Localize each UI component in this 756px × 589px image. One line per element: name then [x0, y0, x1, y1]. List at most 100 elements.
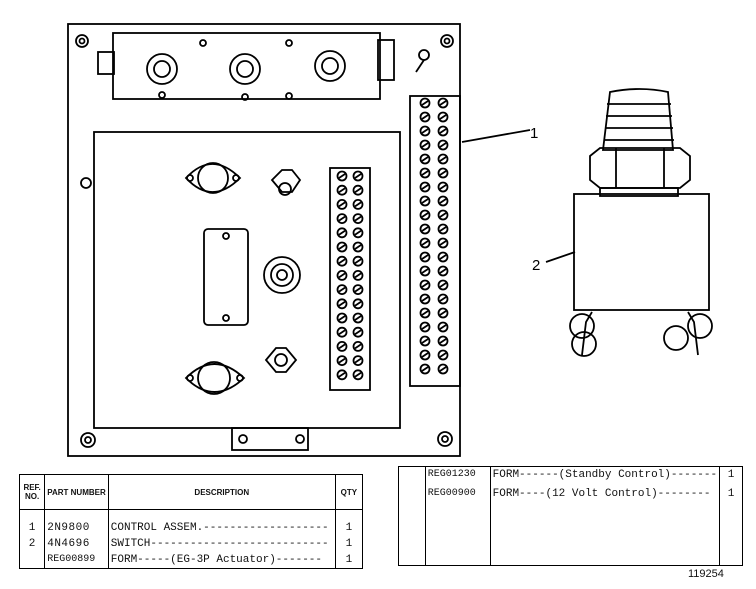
table-row: REG00899 FORM-----(EG-3P Actuator)------…: [19, 552, 363, 569]
terminal-screw: [437, 265, 449, 277]
screw-slot: [338, 187, 346, 193]
screw-slot: [421, 156, 429, 162]
terminal-screw: [437, 237, 449, 249]
description-cell: SWITCH---------------------------: [108, 536, 336, 552]
screw-slot: [338, 258, 346, 264]
table-row: REG01230 FORM------(Standby Control)----…: [398, 466, 743, 487]
terminal-screw: [336, 269, 348, 281]
qty-cell: 1: [345, 538, 353, 550]
screw-slot: [338, 343, 346, 350]
terminal-screw: [419, 335, 431, 347]
terminal-screw: [352, 326, 364, 338]
terminal-screw: [437, 279, 449, 291]
terminal-screw: [336, 340, 348, 352]
screw-slot: [421, 170, 429, 176]
callout-1: 1: [530, 125, 538, 142]
terminal-screw: [336, 184, 348, 196]
part-number-cell: 4N4696: [44, 536, 109, 552]
screw-slot: [354, 201, 362, 208]
screw-slot: [439, 184, 447, 190]
screw-slot: [338, 272, 346, 279]
header-description: DESCRIPTION: [108, 474, 336, 510]
screw-slot: [338, 230, 346, 236]
terminal-screw: [437, 223, 449, 235]
toggle-switch: [415, 49, 430, 73]
screw-slot: [439, 296, 447, 302]
top-studs: [146, 39, 346, 101]
screw-slot: [338, 286, 346, 293]
table-row: 1 2N9800 CONTROL ASSEM.-----------------…: [19, 509, 363, 536]
screw-slot: [421, 338, 429, 344]
ref-cell: [398, 486, 426, 505]
back-plate: [67, 23, 461, 457]
ref-cell: 1: [19, 509, 46, 536]
screw-slot: [338, 215, 346, 222]
terminal-screw: [419, 321, 431, 333]
terminal-screw: [437, 181, 449, 193]
screw-slot: [439, 268, 447, 274]
screw-slot: [354, 343, 362, 350]
terminal-screw: [419, 125, 431, 137]
terminal-screw: [437, 321, 449, 333]
terminal-screw: [352, 198, 364, 210]
table-row: REG00900 FORM----(12 Volt Control)------…: [398, 486, 743, 505]
screw-slot: [338, 244, 346, 250]
part-number-cell: REG00899: [44, 552, 109, 569]
figure-number: 119254: [688, 568, 724, 580]
screw-slot: [338, 173, 346, 179]
screw-slot: [439, 338, 447, 344]
pressure-switch: [569, 88, 713, 357]
screw-slot: [421, 324, 429, 330]
screw-slot: [354, 329, 362, 335]
part-number-cell: 2N9800: [44, 509, 109, 536]
control-assembly-drawing: 1 2: [67, 23, 713, 457]
terminal-screw: [336, 241, 348, 253]
terminal-screw: [419, 251, 431, 263]
terminal-screw: [352, 312, 364, 324]
screw-slot: [439, 366, 447, 372]
terminal-screw: [419, 265, 431, 277]
terminal-screw: [419, 97, 431, 109]
screw-slot: [421, 296, 429, 302]
terminal-screw: [419, 363, 431, 375]
parts-table-2: REG01230 FORM------(Standby Control)----…: [398, 466, 743, 566]
screw-slot: [421, 114, 429, 120]
terminal-screw: [352, 255, 364, 267]
terminal-screw: [352, 340, 364, 352]
screw-slot: [354, 301, 362, 307]
right-terminal-strip: [409, 95, 461, 387]
terminal-screw: [419, 195, 431, 207]
screw-slot: [421, 310, 429, 316]
terminal-screw: [419, 209, 431, 221]
terminal-screw: [352, 269, 364, 281]
terminal-screw: [419, 139, 431, 151]
screw-slot: [354, 286, 362, 293]
terminal-screw: [352, 369, 364, 381]
qty-cell: 1: [345, 522, 353, 534]
screw-slot: [354, 173, 362, 179]
terminal-screw: [336, 298, 348, 310]
terminal-screw: [437, 307, 449, 319]
screw-slot: [439, 198, 447, 204]
screw-slot: [338, 329, 346, 335]
screw-slot: [439, 254, 447, 260]
terminal-screw: [352, 241, 364, 253]
screw-slot: [421, 352, 429, 358]
screw-slot: [354, 215, 362, 222]
header-qty: QTY: [335, 474, 363, 510]
terminal-screw: [437, 111, 449, 123]
terminal-screw: [336, 326, 348, 338]
screw-slot: [439, 324, 447, 330]
screw-slot: [439, 128, 447, 134]
terminal-screw: [336, 170, 348, 182]
screw-slot: [354, 272, 362, 279]
screw-slot: [354, 230, 362, 236]
terminal-screw: [336, 213, 348, 225]
terminal-screw: [352, 284, 364, 296]
screw-slot: [421, 240, 429, 246]
terminal-screw: [352, 355, 364, 367]
transistor-bottom: [184, 361, 246, 395]
header-part-number: PART NUMBER: [44, 474, 109, 510]
ref-cell: [19, 552, 46, 569]
bottom-tab: [231, 427, 309, 451]
